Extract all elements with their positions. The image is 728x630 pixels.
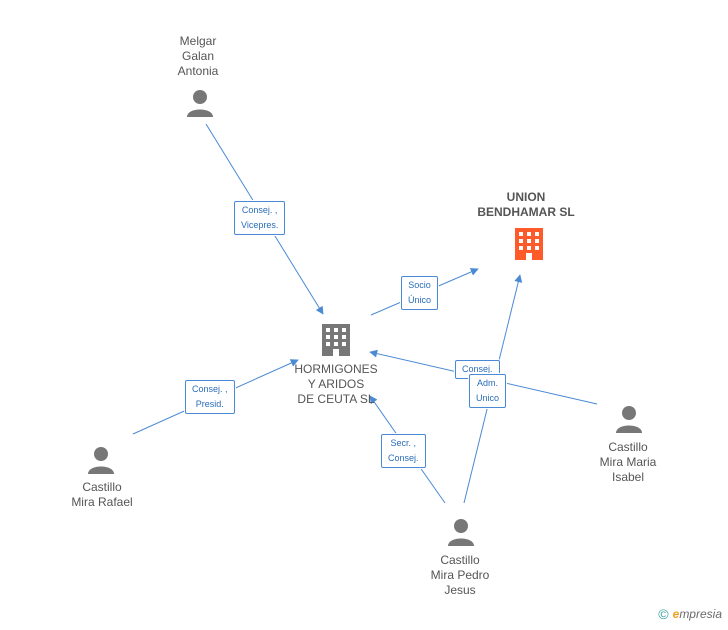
copyright-icon: © — [658, 606, 669, 622]
edge-label-rafael-hormigones: Consej. , Presid. — [185, 380, 235, 414]
brand-initial: e — [672, 607, 680, 621]
person-label-pedro[interactable]: Castillo Mira Pedro Jesus — [430, 553, 490, 597]
edge-label-hormigones-union: Socio Único — [401, 276, 439, 310]
person-label-melgar[interactable]: Melgar Galan Antonia — [177, 34, 219, 78]
person-icon[interactable] — [614, 404, 644, 434]
person-label-rafael[interactable]: Castillo Mira Rafael — [71, 480, 133, 509]
brand-name: mpresia — [679, 607, 722, 621]
company-label-union[interactable]: UNION BENDHAMAR SL — [477, 190, 575, 219]
edge-label-melgar-hormigones: Consej. , Vicepres. — [234, 201, 286, 235]
building-icon[interactable] — [320, 322, 352, 358]
footer-brand: © empresia — [658, 606, 722, 622]
edge-label-pedro-union: Adm. Unico — [469, 374, 507, 408]
company-label-hormigones[interactable]: HORMIGONES Y ARIDOS DE CEUTA SL — [294, 362, 378, 406]
person-label-isabel[interactable]: Castillo Mira Maria Isabel — [599, 440, 657, 484]
building-icon[interactable] — [513, 226, 545, 262]
person-icon[interactable] — [185, 88, 215, 118]
person-icon[interactable] — [446, 517, 476, 547]
edge-label-pedro-hormigones: Secr. , Consej. — [381, 434, 426, 468]
person-icon[interactable] — [86, 445, 116, 475]
